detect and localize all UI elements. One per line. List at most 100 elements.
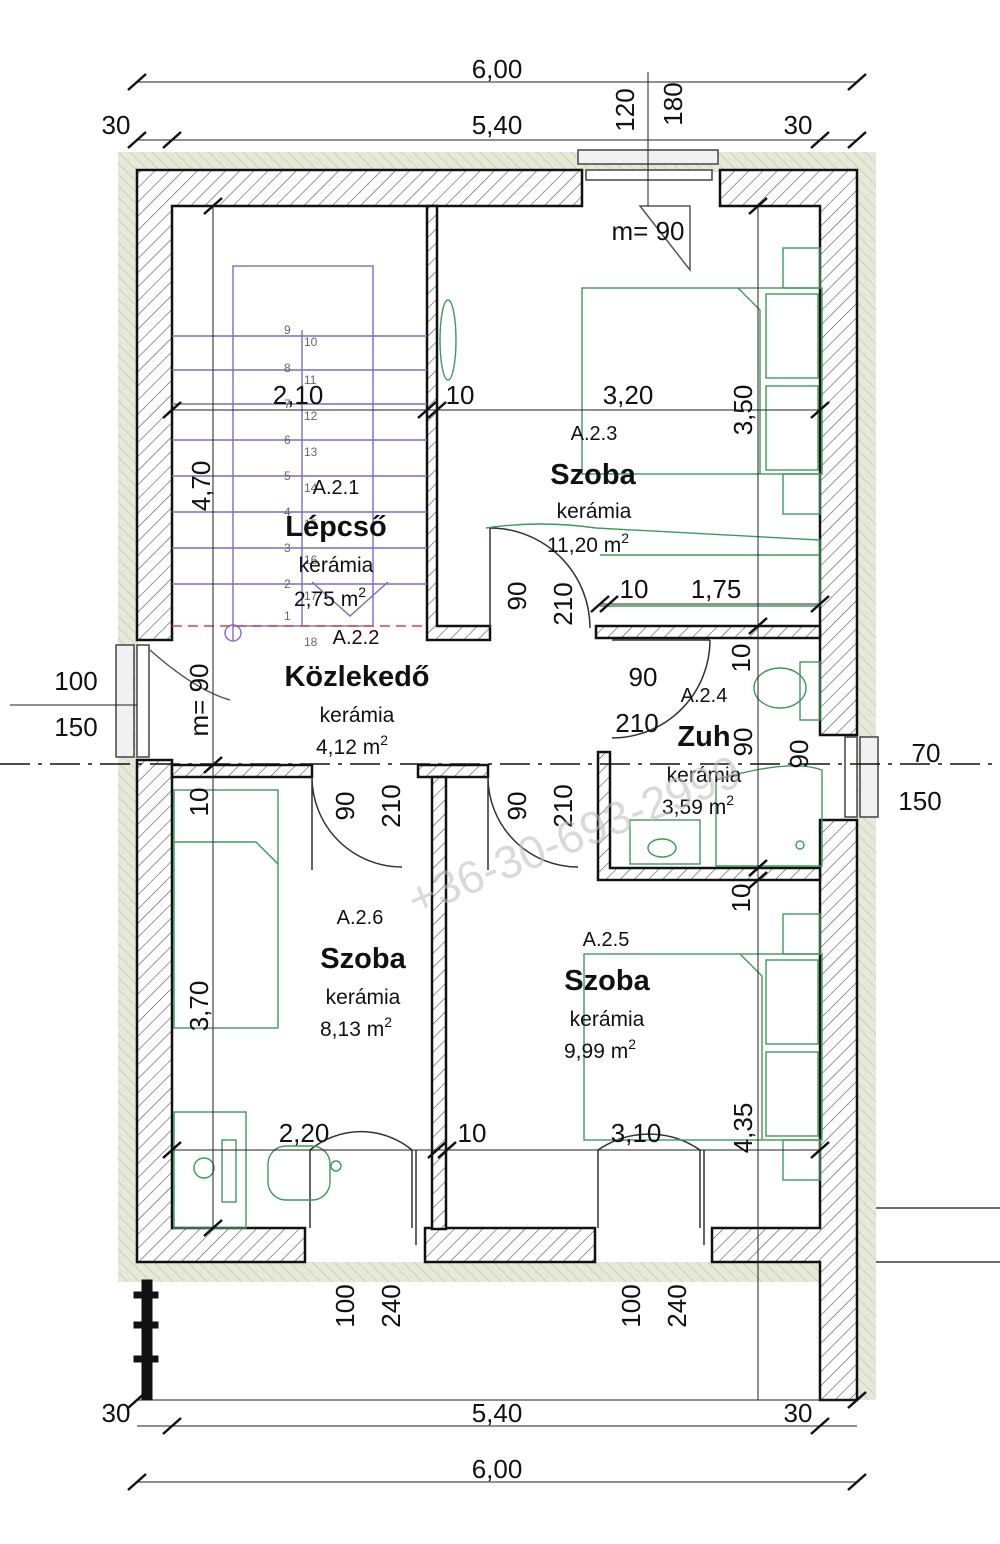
room-label-A-2-5: A.2.5 Szoba kerámia 9,99 m2 (564, 929, 651, 1063)
step-number: 15 (304, 517, 318, 531)
dim-210-stair-width: 2,10 (273, 380, 324, 410)
dim-door-210: 210 (548, 784, 578, 827)
step-number: 2 (284, 577, 291, 591)
dim-bottom-right-wall: 30 (784, 1398, 813, 1428)
dim-350-room-depth: 3,50 (728, 385, 758, 436)
dim-10-wall: 10 (446, 380, 475, 410)
exterior-walls (135, 168, 859, 1402)
dim-top-inner: 5,40 (472, 110, 523, 140)
dim-door-90: 90 (330, 792, 360, 821)
room-floor-material: kerámia (320, 704, 395, 727)
room-id: A.2.4 (681, 685, 728, 707)
step-number: 10 (304, 335, 318, 349)
dim-door-90: 90 (728, 728, 758, 757)
dim-right-window-70: 70 (912, 738, 941, 768)
room-name: Zuh (677, 721, 730, 753)
room-name: Szoba (320, 943, 406, 975)
room-floor-material: kerámia (570, 1008, 645, 1031)
doors (309, 527, 711, 1245)
dim-door-240: 240 (376, 1284, 406, 1327)
room-floor-material: kerámia (667, 764, 742, 787)
dim-435-room-depth: 4,35 (728, 1103, 758, 1154)
dim-top-right-wall: 30 (784, 110, 813, 140)
room-floor-material: kerámia (557, 500, 632, 523)
dim-door-90: 90 (502, 792, 532, 821)
room-area: 11,20 m2 (547, 530, 629, 557)
guide-lines (10, 72, 857, 1483)
dim-top-left-wall: 30 (102, 110, 131, 140)
dim-10-wall: 10 (726, 884, 756, 913)
balcony-railing (133, 1207, 1000, 1401)
dim-left-window-100: 100 (54, 666, 97, 696)
room-name: Közlekedő (284, 661, 429, 693)
stair-step-numbers: 9 10 8 11 7 12 6 13 5 14 4 15 3 16 2 17 … (284, 323, 318, 649)
window-right (844, 736, 879, 818)
furniture (173, 247, 823, 1229)
dim-window-180: 180 (658, 82, 688, 125)
dim-door-90: 90 (502, 582, 532, 611)
room-area: 8,13 m2 (320, 1014, 392, 1041)
dim-bottom-total: 6,00 (472, 1454, 523, 1484)
room-area: 3,59 m2 (662, 792, 734, 819)
room-name: Szoba (564, 965, 650, 997)
room-label-A-2-6: A.2.6 Szoba kerámia 8,13 m2 (320, 907, 407, 1041)
dim-door-210: 210 (376, 784, 406, 827)
room-label-A-2-4: A.2.4 Zuh kerámia 3,59 m2 (662, 685, 742, 819)
dim-470-stair-depth: 4,70 (186, 461, 216, 512)
dim-door-210: 210 (548, 582, 578, 625)
dim-220-room-width: 2,20 (279, 1118, 330, 1148)
room-label-A-2-1: A.2.1 Lépcső kerámia 2,75 m2 (285, 477, 387, 611)
dim-bottom-left-wall: 30 (102, 1398, 131, 1428)
dim-10-wall: 10 (184, 788, 214, 817)
room-area: 4,12 m2 (316, 732, 388, 759)
dim-175-wardrobe: 1,75 (691, 574, 742, 604)
dimension-ticks (127, 73, 867, 1491)
dim-370-room-depth: 3,70 (184, 981, 214, 1032)
dim-10-wall: 10 (458, 1118, 487, 1148)
step-number: 9 (284, 323, 291, 337)
dim-window-120: 120 (610, 88, 640, 131)
interior-walls (170, 204, 822, 1231)
room-id: A.2.5 (583, 929, 630, 951)
step-number: 16 (304, 553, 318, 567)
step-number: 6 (284, 433, 291, 447)
staircase (172, 265, 427, 642)
room-floor-material: kerámia (299, 554, 374, 577)
step-number: 1 (284, 609, 291, 623)
room-label-A-2-2: A.2.2 Közlekedő kerámia 4,12 m2 (284, 627, 429, 759)
step-number: 17 (304, 589, 318, 603)
step-number: 18 (304, 635, 318, 649)
dim-left-window-150: 150 (54, 712, 97, 742)
dim-door-240: 240 (662, 1284, 692, 1327)
room-area: 2,75 m2 (294, 584, 366, 611)
dim-320-room-width: 3,20 (603, 380, 654, 410)
step-number: 3 (284, 541, 291, 555)
step-number: 5 (284, 469, 291, 483)
step-number: 4 (284, 505, 291, 519)
step-number: 14 (304, 481, 318, 495)
dim-door-90: 90 (629, 662, 658, 692)
room-floor-material: kerámia (326, 986, 401, 1009)
room-label-A-2-3: A.2.3 Szoba kerámia 11,20 m2 (547, 423, 637, 557)
step-number: 8 (284, 361, 291, 375)
dim-10-wall: 10 (726, 644, 756, 673)
room-area: 9,99 m2 (564, 1036, 636, 1063)
dim-bottom-inner: 5,40 (472, 1398, 523, 1428)
step-number: 12 (304, 409, 318, 423)
dim-door-100: 100 (616, 1284, 646, 1327)
room-name: Lépcső (285, 511, 387, 543)
label-m90-left: m= 90 (184, 664, 214, 737)
dim-door-210: 210 (615, 708, 658, 738)
dim-10-wall: 10 (620, 574, 649, 604)
room-name: Szoba (550, 459, 636, 491)
label-m90-top: m= 90 (612, 216, 685, 246)
dim-right-window-150: 150 (898, 786, 941, 816)
dim-door-90: 90 (784, 740, 814, 769)
step-number: 11 (304, 373, 317, 387)
dim-door-100: 100 (330, 1284, 360, 1327)
room-id: A.2.6 (337, 907, 384, 929)
dim-310-room-width: 3,10 (611, 1118, 662, 1148)
step-number: 7 (284, 397, 291, 411)
dim-top-total: 6,00 (472, 54, 523, 84)
